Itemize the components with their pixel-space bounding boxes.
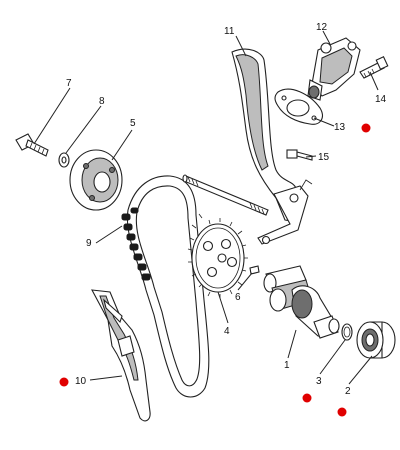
callout-labels: 11 12 7 8 5 14 13 15 9 6 4 1 10 3 2: [66, 22, 387, 397]
marker-part-2: [337, 407, 347, 417]
callout-3: 3: [316, 376, 322, 387]
callout-14: 14: [375, 94, 387, 105]
part-11-tensioner-guide: [231, 48, 313, 245]
callout-13: 13: [334, 122, 346, 133]
cam-chain: [126, 175, 210, 398]
part-8-washer: [58, 152, 70, 168]
part-2-bearing: [356, 321, 396, 359]
part-14-bolt: [359, 56, 389, 79]
part-1-camshaft: [263, 265, 340, 339]
marker-part-3: [302, 393, 312, 403]
callout-15: 15: [318, 152, 330, 163]
callout-6: 6: [235, 292, 241, 303]
callout-10: 10: [75, 376, 87, 387]
callout-9: 9: [86, 238, 92, 249]
callout-5: 5: [130, 118, 136, 129]
part-12-tensioner-body: [307, 37, 361, 101]
callout-4: 4: [224, 326, 230, 337]
part-13-gasket: [274, 88, 323, 125]
part-10-chain-guide: [91, 289, 151, 422]
callout-8: 8: [99, 96, 105, 107]
callout-2: 2: [345, 386, 351, 397]
highlight-markers: [59, 123, 371, 417]
chain-guide-shaft: [182, 174, 269, 216]
chain-link-detail: [121, 207, 151, 281]
part-6-pin: [249, 265, 260, 275]
callout-7: 7: [66, 78, 72, 89]
leader-lines: [33, 30, 379, 385]
marker-part-10: [59, 377, 69, 387]
marker-part-13: [361, 123, 371, 133]
part-5-plate: [69, 149, 123, 211]
callout-1: 1: [284, 360, 290, 371]
part-7-bolt: [15, 133, 49, 157]
part-3-o-ring: [341, 323, 353, 341]
part-15-bolt: [286, 149, 313, 161]
part-4-cam-sprocket: [187, 213, 248, 298]
callout-11: 11: [224, 26, 235, 37]
callout-12: 12: [316, 22, 328, 33]
